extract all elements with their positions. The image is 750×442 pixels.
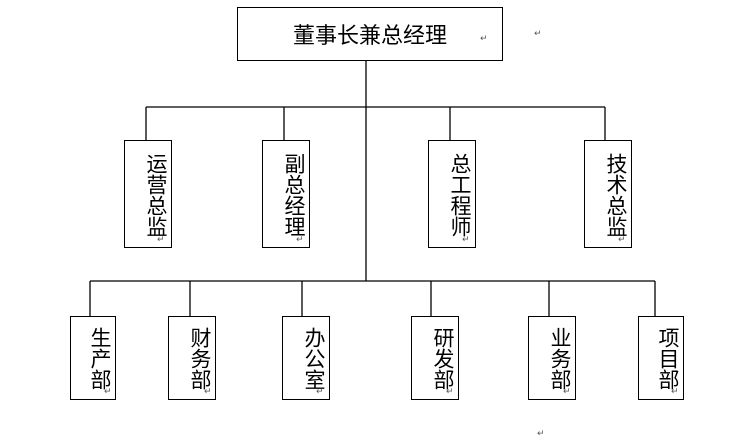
paragraph-mark-icon: ↵ <box>104 387 112 397</box>
paragraph-mark-icon: ↵ <box>563 387 571 397</box>
node-label: 运营总监 <box>144 153 168 237</box>
node-label: 总工程师 <box>448 153 472 237</box>
node-label: 业务部 <box>548 326 572 390</box>
paragraph-mark-icon: ↵ <box>618 235 626 245</box>
node-office: 办公室 <box>282 316 330 400</box>
paragraph-mark-icon: ↵ <box>537 429 545 439</box>
paragraph-mark-icon: ↵ <box>446 387 454 397</box>
node-label: 项目部 <box>656 326 680 390</box>
paragraph-mark-icon: ↵ <box>534 29 542 39</box>
paragraph-mark-icon: ↵ <box>157 235 165 245</box>
paragraph-mark-icon: ↵ <box>462 235 470 245</box>
paragraph-mark-icon: ↵ <box>296 235 304 245</box>
node-label: 副总经理 <box>282 153 306 237</box>
node-label: 技术总监 <box>604 153 628 237</box>
root-node: 董事长兼总经理 <box>237 7 503 61</box>
paragraph-mark-icon: ↵ <box>204 387 212 397</box>
node-deputy-general-manager: 副总经理 <box>262 140 310 248</box>
node-label: 研发部 <box>431 326 455 390</box>
node-rnd-dept: 研发部 <box>411 316 459 400</box>
node-technical-director: 技术总监 <box>584 140 632 248</box>
paragraph-mark-icon: ↵ <box>316 387 324 397</box>
node-business-dept: 业务部 <box>528 316 576 400</box>
paragraph-mark-icon: ↵ <box>480 34 488 44</box>
node-production-dept: 生产部 <box>70 316 116 400</box>
node-project-dept: 项目部 <box>638 316 684 400</box>
paragraph-mark-icon: ↵ <box>671 387 679 397</box>
node-chief-engineer: 总工程师 <box>428 140 476 248</box>
node-finance-dept: 财务部 <box>168 316 216 400</box>
node-label: 生产部 <box>88 326 112 390</box>
node-label: 财务部 <box>188 326 212 390</box>
node-operations-director: 运营总监 <box>124 140 172 248</box>
node-label: 办公室 <box>302 326 326 390</box>
root-node-label: 董事长兼总经理 <box>292 24 447 49</box>
